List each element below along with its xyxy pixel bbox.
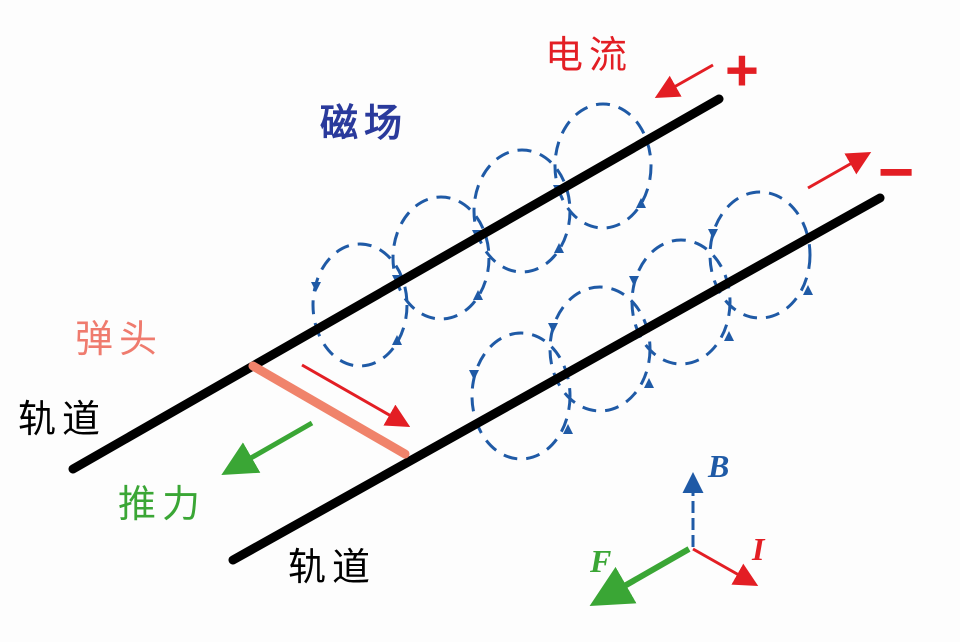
plus-terminal: +	[725, 38, 759, 103]
field-loop	[630, 238, 732, 366]
axis-F-arrow	[589, 546, 691, 606]
field-loops-upper	[311, 102, 653, 368]
minus-terminal: −	[878, 138, 915, 207]
current-label: 电流	[545, 33, 634, 77]
thrust-label: 推力	[118, 482, 207, 526]
field-loop	[553, 102, 653, 230]
magnetic-field-label: 磁场	[320, 100, 409, 145]
axis-I-arrow	[692, 547, 759, 586]
thrust-arrow	[221, 420, 314, 475]
projectile-label: 弹头	[75, 317, 164, 361]
rail-upper	[68, 94, 724, 474]
field-loop	[311, 242, 409, 368]
current-in-arrow	[654, 63, 714, 98]
axis-B-label: B	[708, 448, 730, 484]
field-loops-lower	[470, 190, 812, 461]
axis-I-label: I	[752, 531, 765, 567]
current-out-arrow	[807, 152, 872, 190]
rail-upper-label: 轨道	[18, 397, 107, 441]
field-loop	[548, 285, 652, 413]
current-through-projectile-arrow	[301, 363, 411, 427]
axis-F-label: F	[590, 543, 612, 579]
field-loop	[391, 195, 491, 321]
projectile-bar	[248, 361, 410, 459]
field-loop	[708, 190, 812, 320]
rail-lower-label: 轨道	[288, 545, 377, 589]
field-loop	[470, 331, 572, 461]
rail-lower	[228, 193, 885, 565]
